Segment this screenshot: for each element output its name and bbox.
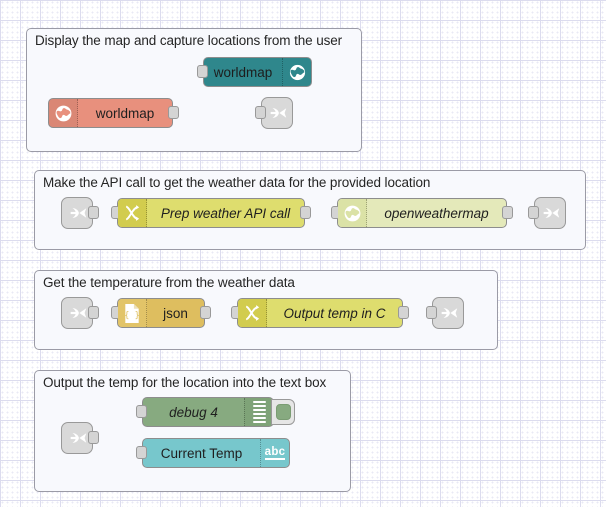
- node-ui-text-current-temp[interactable]: Current Temp abc: [136, 438, 290, 468]
- node-function-prep-weather-api-call[interactable]: Prep weather API call: [111, 198, 311, 228]
- output-port[interactable]: [502, 206, 513, 219]
- node-function-output-temp-in-c[interactable]: Output temp in C: [231, 298, 409, 328]
- group-label: Make the API call to get the weather dat…: [43, 175, 431, 190]
- link-out-icon: [433, 298, 465, 328]
- input-port[interactable]: [426, 306, 437, 319]
- node-debug[interactable]: debug 4: [136, 397, 295, 427]
- globe-icon: [49, 99, 78, 127]
- input-port[interactable]: [255, 106, 266, 119]
- function-icon: [118, 199, 147, 227]
- group-label: Get the temperature from the weather dat…: [43, 275, 295, 290]
- link-out-icon: [262, 98, 294, 128]
- node-link-in-3[interactable]: [61, 297, 99, 329]
- node-label: Current Temp: [160, 445, 243, 461]
- link-out-icon: [535, 198, 567, 228]
- group-label: Display the map and capture locations fr…: [35, 33, 343, 48]
- output-port[interactable]: [168, 106, 179, 119]
- debug-toggle-indicator: [275, 404, 291, 420]
- group-label: Output the temp for the location into th…: [43, 375, 327, 390]
- node-json[interactable]: { } json: [111, 298, 211, 328]
- link-in-icon: [62, 198, 94, 228]
- abc-text-icon-label: abc: [264, 446, 286, 460]
- node-link-out-1[interactable]: [255, 97, 294, 129]
- input-port[interactable]: [528, 206, 539, 219]
- link-in-icon: [62, 423, 94, 453]
- input-port[interactable]: [136, 446, 147, 459]
- node-link-in-4[interactable]: [61, 422, 99, 454]
- abc-text-icon: abc: [260, 439, 289, 467]
- output-port[interactable]: [200, 306, 211, 319]
- output-port[interactable]: [88, 431, 99, 444]
- node-label: Prep weather API call: [160, 205, 291, 221]
- group-display-map[interactable]: Display the map and capture locations fr…: [26, 28, 362, 152]
- output-port[interactable]: [88, 206, 99, 219]
- json-braces-icon: { }: [118, 299, 147, 327]
- debug-enable-toggle[interactable]: [271, 399, 295, 425]
- node-label: debug 4: [169, 404, 218, 420]
- node-worldmap-out[interactable]: worldmap: [197, 57, 312, 87]
- input-port[interactable]: [197, 65, 208, 78]
- node-link-out-2[interactable]: [528, 197, 567, 229]
- node-link-in-2[interactable]: [61, 197, 99, 229]
- node-label: worldmap: [213, 64, 273, 80]
- node-worldmap-in[interactable]: worldmap: [48, 98, 179, 128]
- node-label: openweathermap: [384, 205, 489, 221]
- link-in-icon: [62, 298, 94, 328]
- output-port[interactable]: [398, 306, 409, 319]
- globe-icon: [282, 58, 311, 86]
- node-label: worldmap: [95, 105, 155, 121]
- svg-text:{ }: { }: [124, 310, 140, 320]
- input-port[interactable]: [136, 405, 147, 418]
- function-icon: [238, 299, 267, 327]
- globe-icon: [338, 199, 367, 227]
- node-link-out-3[interactable]: [426, 297, 465, 329]
- node-label: Output temp in C: [283, 305, 386, 321]
- output-port[interactable]: [300, 206, 311, 219]
- node-label: json: [163, 305, 188, 321]
- node-openweathermap[interactable]: openweathermap: [331, 198, 513, 228]
- debug-bars-icon: [244, 398, 273, 426]
- output-port[interactable]: [88, 306, 99, 319]
